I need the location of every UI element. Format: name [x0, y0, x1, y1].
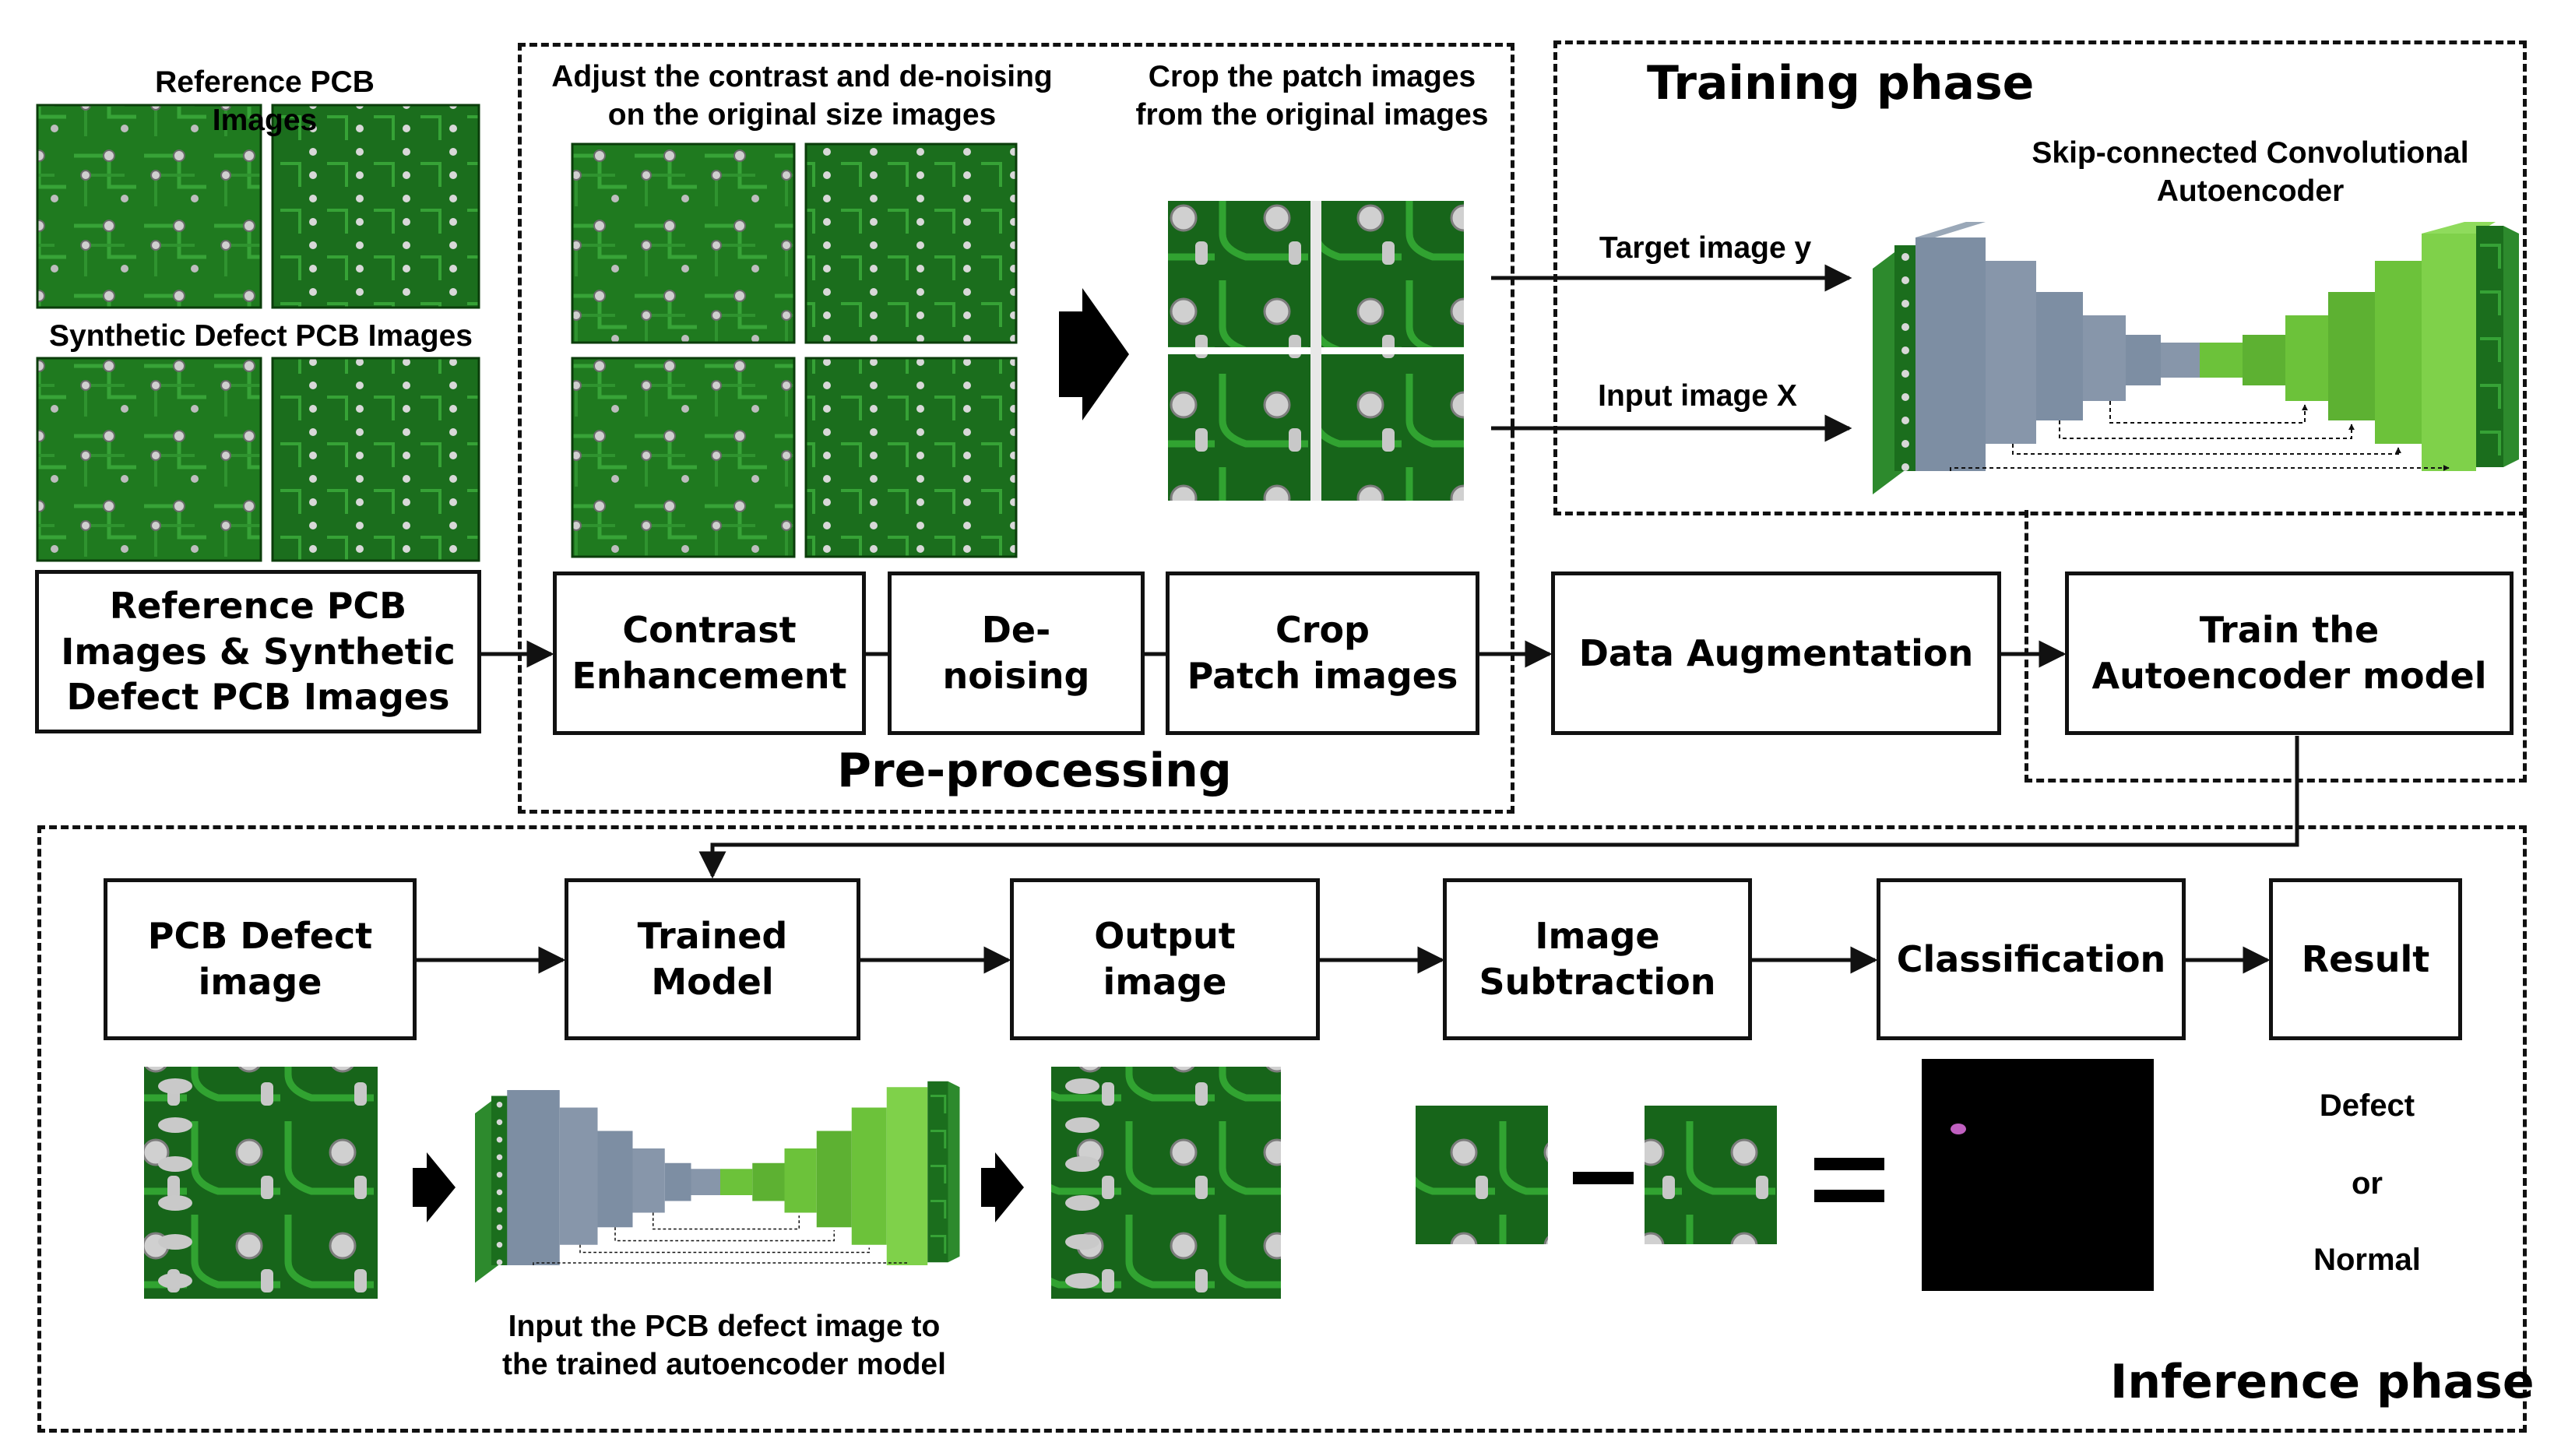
inference-phase-title: Inference phase: [2110, 1355, 2535, 1409]
adjusted-pcb-image-3: [571, 357, 796, 558]
patch-image-4: [1320, 354, 1464, 501]
adjust-contrast-caption: Adjust the contrast and de-noising on th…: [551, 60, 1053, 132]
pad-column-1: [158, 1078, 192, 1289]
data-augmentation-box: Data Augmentation: [1551, 571, 2001, 735]
difference-image: [1922, 1059, 2154, 1291]
pcb-defect-input-image: [144, 1067, 378, 1299]
result-or: or: [2352, 1166, 2383, 1201]
subtraction-image-b: [1645, 1106, 1777, 1244]
training-frame-extension: [2025, 510, 2527, 783]
inference-frame: [37, 825, 2527, 1433]
output-image-box: Output image: [1010, 878, 1320, 1040]
reference-pcb-caption: Reference PCB Images: [155, 65, 375, 137]
synthetic-pcb-image-2: [271, 357, 480, 562]
adjusted-pcb-image-2: [804, 142, 1018, 344]
inference-autoencoder: [475, 1081, 960, 1283]
patch-image-3: [1168, 354, 1312, 501]
big-arrow-icon: [1059, 288, 1129, 420]
output-image: [1051, 1067, 1281, 1299]
contrast-enhancement-box: Contrast Enhancement: [553, 571, 866, 735]
training-phase-title: Training phase: [1647, 56, 2035, 111]
reference-pcb-image-2: [271, 104, 480, 309]
input-image-label: Input image X: [1598, 379, 1797, 413]
crop-patch-box: Crop Patch images: [1166, 571, 1479, 735]
result-defect: Defect: [2319, 1088, 2415, 1123]
classification-box: Classification: [1877, 878, 2186, 1040]
pad-column-2: [1065, 1078, 1099, 1289]
adjusted-pcb-image-4: [804, 357, 1018, 558]
patch-image-1: [1168, 201, 1312, 347]
target-image-label: Target image y: [1599, 231, 1812, 265]
subtraction-image-a: [1416, 1106, 1548, 1244]
result-box: Result: [2269, 878, 2462, 1040]
denoising-box: De- noising: [888, 571, 1145, 735]
preprocessing-title: Pre-processing: [837, 744, 1232, 798]
defect-spot: [1951, 1124, 1966, 1134]
reference-pcb-image-1: [36, 104, 262, 309]
image-subtraction-box: Image Subtraction: [1443, 878, 1752, 1040]
equals-top: [1814, 1158, 1884, 1170]
pcb-defect-image-box: PCB Defect image: [104, 878, 417, 1040]
input-defect-caption: Input the PCB defect image to the traine…: [502, 1310, 946, 1381]
small-arrow-icon-1: [413, 1152, 456, 1222]
synthetic-pcb-image-1: [36, 357, 262, 562]
crop-patch-caption: Crop the patch images from the original …: [1135, 60, 1489, 132]
synthetic-defect-caption: Synthetic Defect PCB Images: [48, 319, 473, 353]
training-autoencoder: [1873, 222, 2519, 494]
trained-model-box: Trained Model: [565, 878, 860, 1040]
equals-bottom: [1814, 1190, 1884, 1202]
train-autoencoder-box: Train the Autoencoder model: [2065, 571, 2514, 735]
autoencoder-title: Skip-connected Convolutional Autoencoder: [2032, 136, 2469, 208]
adjusted-pcb-image-1: [571, 142, 796, 344]
patch-image-2: [1320, 201, 1464, 347]
reference-synthetic-box: Reference PCB Images & Synthetic Defect …: [35, 570, 481, 733]
small-arrow-icon-2: [981, 1152, 1024, 1222]
minus-sign: [1573, 1172, 1634, 1184]
result-normal: Normal: [2313, 1243, 2421, 1277]
